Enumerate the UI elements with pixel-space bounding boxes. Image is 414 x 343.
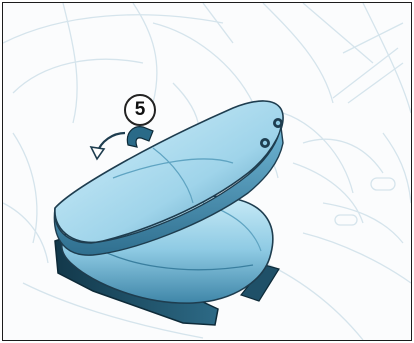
step-number-badge: 5 — [124, 94, 156, 126]
seat-release-handle — [127, 127, 153, 147]
rotate-arrow-icon — [91, 133, 125, 159]
illustration-frame: 5 — [2, 2, 412, 341]
seat-illustration — [3, 3, 411, 340]
